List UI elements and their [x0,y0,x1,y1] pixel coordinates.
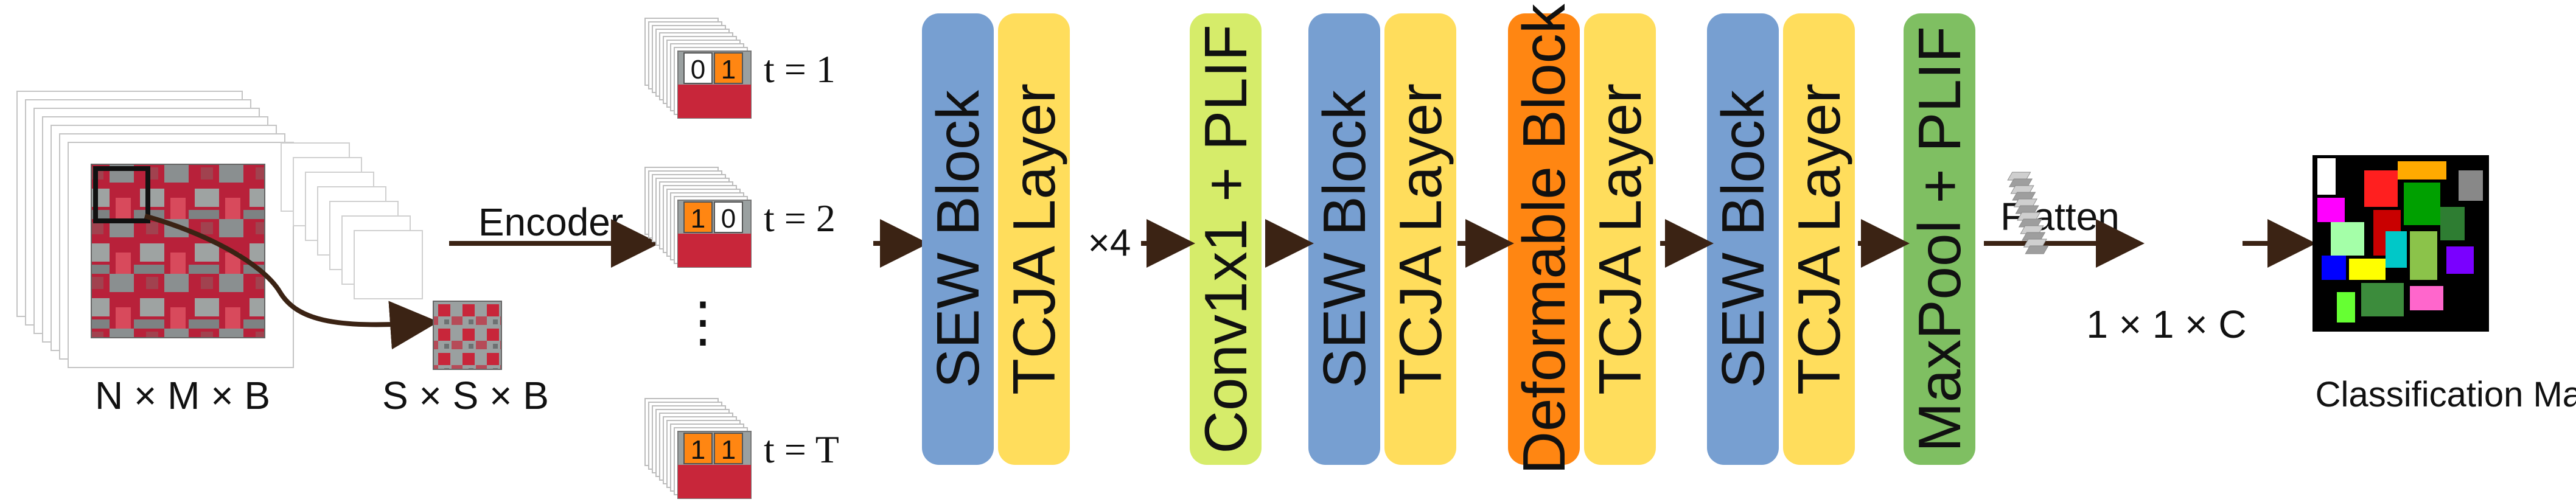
tcja-layer-3: TCJA Layer [1584,13,1656,465]
sew-block-2-label: SEW Block [1311,89,1378,388]
tcja-layer-4: TCJA Layer [1783,13,1855,465]
tcja-layer-1-box [998,13,1070,465]
tcja-layer-2: TCJA Layer [1384,13,1456,465]
conv-plif-box [1190,13,1262,465]
tcja-layer-1: TCJA Layer [998,13,1070,465]
patch-dimension-label: S × S × B [382,374,549,417]
feature-vector [2007,172,2049,254]
cube-dimension-label: N × M × B [95,374,270,417]
conv-plif: Conv1x1 + PLIF [1190,13,1262,465]
hsi-cube: N × M × B [16,91,294,417]
deformable-block: Deformable Block [1508,3,1580,475]
spike-bit-value: 0 [721,204,736,234]
classification-map: Classification Map [2312,155,2576,414]
sew-block-1-label: SEW Block [924,89,991,388]
repeat-label: ×4 [1088,222,1131,264]
tcja-layer-4-box [1783,13,1855,465]
deformable-block-label: Deformable Block [1510,3,1577,474]
tcja-layer-1-label: TCJA Layer [1000,83,1067,395]
spike-bit-cell [714,201,743,233]
spike-bit-value: 0 [691,55,705,85]
patch-extraction-arrow [144,214,439,350]
patch-image [433,301,502,370]
classification-map-label: Classification Map [2316,375,2576,414]
ellipsis-icon: ⋮ [675,292,730,353]
time-step-label: t = T [764,428,839,471]
time-step-label: t = 2 [764,197,836,240]
sew-block-3: SEW Block [1707,13,1779,465]
spike-bit-cell [714,52,743,84]
spike-bit-cell [683,52,713,84]
deformable-block-box [1508,13,1580,465]
tcja-layer-2-label: TCJA Layer [1387,83,1454,395]
maxpool-plif-box [1904,13,1975,465]
conv-plif-label: Conv1x1 + PLIF [1192,24,1259,453]
maxpool-plif: MaxPool + PLIF [1904,13,1975,465]
vector-element [2025,245,2049,254]
tcja-layer-3-box [1584,13,1656,465]
patch-cube: S × S × B [281,142,549,417]
time-step-label: t = 1 [764,47,836,91]
tcja-layer-3-label: TCJA Layer [1586,83,1653,395]
hsi-image [91,164,265,338]
sew-block-3-box [1707,13,1779,465]
spike-bit-cell [683,201,713,233]
sew-block-1: SEW Block [922,13,994,465]
patch-selection-box [93,166,150,223]
spike-bit-value: 1 [691,204,705,234]
sew-block-3-label: SEW Block [1709,89,1776,388]
tcja-layer-4-label: TCJA Layer [1785,83,1852,395]
sew-block-2: SEW Block [1308,13,1380,465]
spike-bit-value: 1 [721,435,736,465]
sew-block-2-box [1308,13,1380,465]
spike-bit-value: 1 [691,435,705,465]
maxpool-plif-label: MaxPool + PLIF [1906,26,1973,452]
vector-dimension-label: 1 × 1 × C [2086,302,2246,346]
encoder-label: Encoder [478,200,623,244]
tcja-layer-2-box [1384,13,1456,465]
spike-bit-cell [714,433,743,464]
sew-block-1-box [922,13,994,465]
spike-bit-cell [683,433,713,464]
spike-bit-value: 1 [721,55,736,85]
